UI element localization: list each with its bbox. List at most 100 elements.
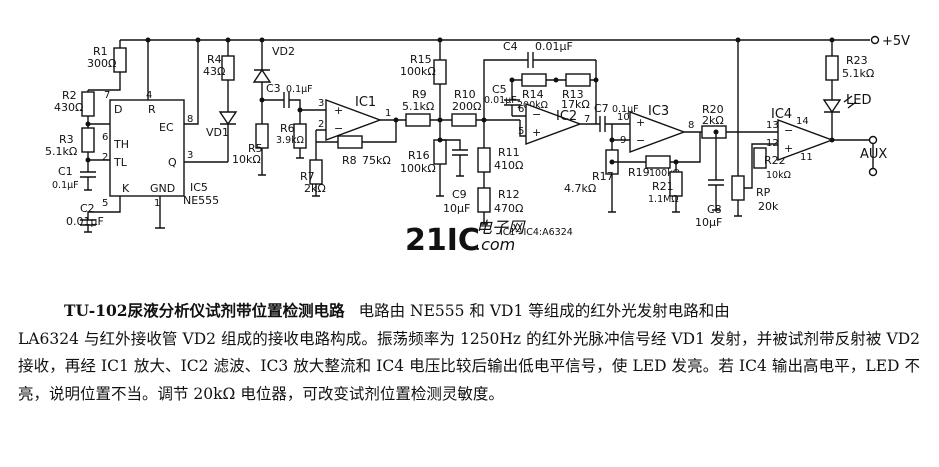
- resistor-r10: R10 200Ω: [440, 88, 520, 127]
- svg-text:4.7kΩ: 4.7kΩ: [564, 182, 596, 195]
- svg-text:R14: R14: [522, 88, 544, 101]
- svg-text:Q: Q: [168, 156, 177, 169]
- svg-text:TL: TL: [113, 156, 128, 169]
- svg-text:100kΩ: 100kΩ: [649, 168, 680, 179]
- resistor-r6: R6 3.9kΩ: [276, 110, 307, 159]
- svg-text:20k: 20k: [758, 200, 779, 213]
- svg-text:VD2: VD2: [272, 45, 295, 58]
- svg-text:C9: C9: [452, 188, 467, 201]
- svg-text:14: 14: [796, 116, 809, 127]
- svg-text:7: 7: [584, 114, 590, 125]
- svg-text:10kΩ: 10kΩ: [766, 170, 791, 181]
- resistor-r4: R4 43Ω: [203, 40, 235, 112]
- capacitor-c2: C2 0.01μF: [66, 202, 104, 233]
- svg-text:200Ω: 200Ω: [452, 100, 481, 113]
- svg-text:IC2: IC2: [556, 109, 577, 124]
- svg-text:0.1μF: 0.1μF: [52, 180, 79, 191]
- svg-text:R4: R4: [207, 53, 222, 66]
- svg-text:430Ω: 430Ω: [54, 101, 83, 114]
- capacitor-c1: C1 0.1μF: [52, 160, 96, 191]
- svg-text:1: 1: [154, 198, 160, 209]
- caption-body: LA6324 与红外接收管 VD2 组成的接收电路构成。振荡频率为 1250Hz…: [18, 329, 920, 403]
- aux-output-terminal: AUX: [860, 135, 887, 177]
- svg-text:0.1μF: 0.1μF: [612, 104, 639, 115]
- svg-text:IC3: IC3: [648, 104, 669, 119]
- svg-text:R17: R17: [592, 170, 614, 183]
- svg-text:5.1kΩ: 5.1kΩ: [402, 100, 434, 113]
- svg-text:1.1MΩ: 1.1MΩ: [648, 194, 679, 205]
- capacitor-c9: C9 10μF: [440, 139, 470, 215]
- svg-text:RP: RP: [756, 186, 771, 199]
- resistor-r20: R20 2kΩ: [696, 103, 760, 139]
- svg-text:+: +: [636, 116, 645, 129]
- resistor-r5: R5 10kΩ: [232, 123, 269, 176]
- capacitor-c4: C4 0.01μF: [483, 40, 596, 120]
- svg-text:100kΩ: 100kΩ: [400, 162, 436, 175]
- svg-text:C2: C2: [80, 202, 95, 215]
- circuit-schematic: 21IC 电子网 .com +5V R1 300Ω R2 430Ω R3 5.1…: [45, 34, 910, 258]
- resistor-r16: R16 100kΩ: [400, 139, 447, 197]
- svg-text:GND: GND: [150, 182, 175, 195]
- resistor-r12: R12 470Ω: [477, 172, 523, 225]
- svg-text:6: 6: [518, 104, 524, 115]
- svg-text:R10: R10: [454, 88, 476, 101]
- svg-text:0.01μF: 0.01μF: [66, 215, 104, 228]
- svg-text:R16: R16: [408, 149, 430, 162]
- capacitor-c8: C8 10μF: [695, 132, 724, 229]
- supply-rail: +5V: [120, 34, 910, 49]
- svg-text:R13: R13: [562, 88, 584, 101]
- svg-text:2: 2: [318, 119, 324, 130]
- svg-text:8: 8: [187, 114, 193, 125]
- svg-text:−: −: [784, 124, 793, 137]
- svg-text:3.9kΩ: 3.9kΩ: [276, 135, 304, 146]
- watermark-logo: 21IC: [405, 223, 480, 258]
- resistor-r1: R1 300Ω: [87, 40, 127, 91]
- svg-text:TH: TH: [113, 138, 129, 151]
- svg-text:−: −: [334, 122, 343, 135]
- svg-text:4: 4: [146, 90, 152, 101]
- svg-text:5: 5: [102, 198, 108, 209]
- resistor-r14: R14 200kΩ: [512, 73, 556, 111]
- svg-text:5: 5: [518, 126, 524, 137]
- svg-text:13: 13: [766, 120, 779, 131]
- watermark-sub: 电子网: [476, 218, 526, 237]
- svg-text:+: +: [532, 126, 541, 139]
- opamp-ic1: + − IC1 3 2 1: [315, 95, 440, 160]
- svg-text:5.1kΩ: 5.1kΩ: [45, 145, 77, 158]
- svg-text:K: K: [122, 182, 130, 195]
- resistor-r11: R11 410Ω: [477, 120, 523, 173]
- resistor-r23: R23 5.1kΩ: [825, 40, 874, 100]
- svg-text:R21: R21: [652, 180, 674, 193]
- svg-text:R9: R9: [412, 88, 427, 101]
- diode-vd2: VD2: [252, 40, 295, 124]
- svg-text:C1: C1: [58, 165, 73, 178]
- svg-text:470Ω: 470Ω: [494, 202, 523, 215]
- resistor-r9: R9 5.1kΩ: [402, 88, 434, 127]
- svg-text:−: −: [636, 134, 645, 147]
- svg-text:1: 1: [385, 108, 391, 119]
- svg-text:R2: R2: [62, 89, 77, 102]
- svg-text:2: 2: [102, 152, 108, 163]
- svg-text:+: +: [784, 142, 793, 155]
- svg-text:R19: R19: [628, 166, 650, 179]
- svg-text:R11: R11: [498, 146, 520, 159]
- svg-text:2kΩ: 2kΩ: [702, 114, 724, 127]
- opamp-ic3: + − IC3 10 9 8: [611, 104, 696, 154]
- svg-text:75kΩ: 75kΩ: [362, 154, 391, 167]
- svg-text:10kΩ: 10kΩ: [232, 153, 261, 166]
- svg-text:R6: R6: [280, 122, 295, 135]
- svg-text:EC: EC: [159, 121, 174, 134]
- svg-text:10μF: 10μF: [443, 202, 470, 215]
- svg-text:3: 3: [187, 150, 193, 161]
- svg-text:43Ω: 43Ω: [203, 65, 225, 78]
- capacitor-c7: C7 0.1μF: [594, 102, 639, 132]
- svg-text:17kΩ: 17kΩ: [561, 98, 590, 111]
- ic-note: IC1~IC4:A6324: [500, 227, 573, 238]
- svg-text:100kΩ: 100kΩ: [400, 65, 436, 78]
- watermark-domain: .com: [476, 235, 515, 254]
- resistor-r3: R3 5.1kΩ: [45, 123, 110, 161]
- resistor-r17: R17 4.7kΩ: [564, 149, 619, 213]
- resistor-r8: R8 75kΩ: [316, 120, 397, 167]
- svg-text:2kΩ: 2kΩ: [304, 182, 326, 195]
- svg-text:R8: R8: [342, 154, 357, 167]
